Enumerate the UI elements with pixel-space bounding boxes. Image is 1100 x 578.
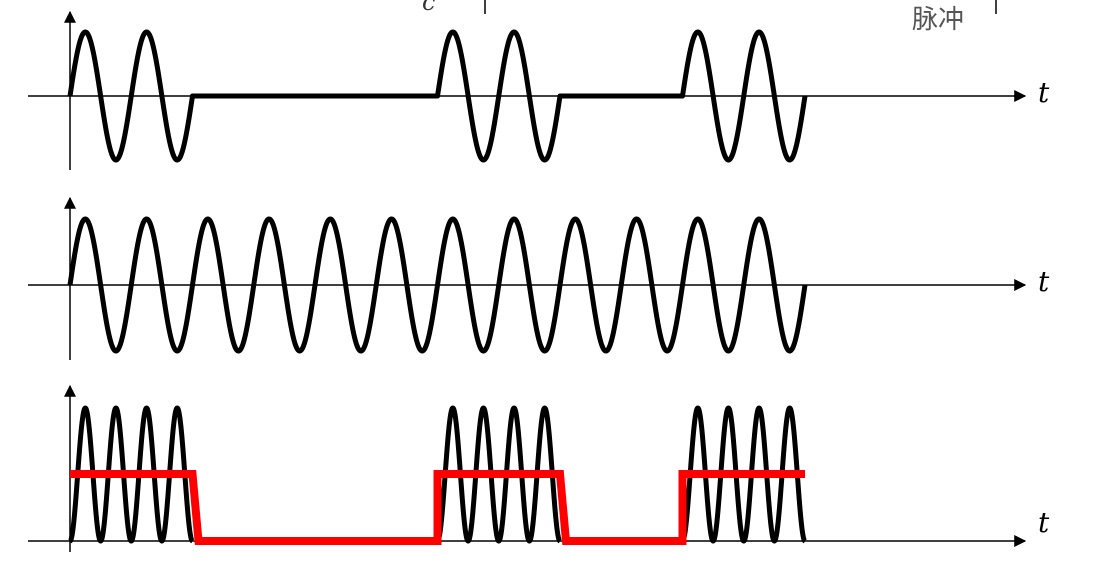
panel-top: t	[28, 10, 1050, 170]
pulse-label: 脉冲	[912, 5, 964, 35]
fragment-label: c	[422, 0, 435, 16]
t-label-bottom: t	[1038, 506, 1050, 539]
panel-bottom: t	[28, 384, 1050, 552]
rectified-burst-signal	[67, 405, 808, 544]
carrier-signal	[67, 216, 808, 354]
panel-middle: t	[28, 196, 1050, 360]
modulated-signal	[67, 29, 808, 163]
t-label-middle: t	[1038, 265, 1050, 298]
envelope-pulse	[70, 470, 805, 545]
t-label-top: t	[1038, 76, 1050, 109]
